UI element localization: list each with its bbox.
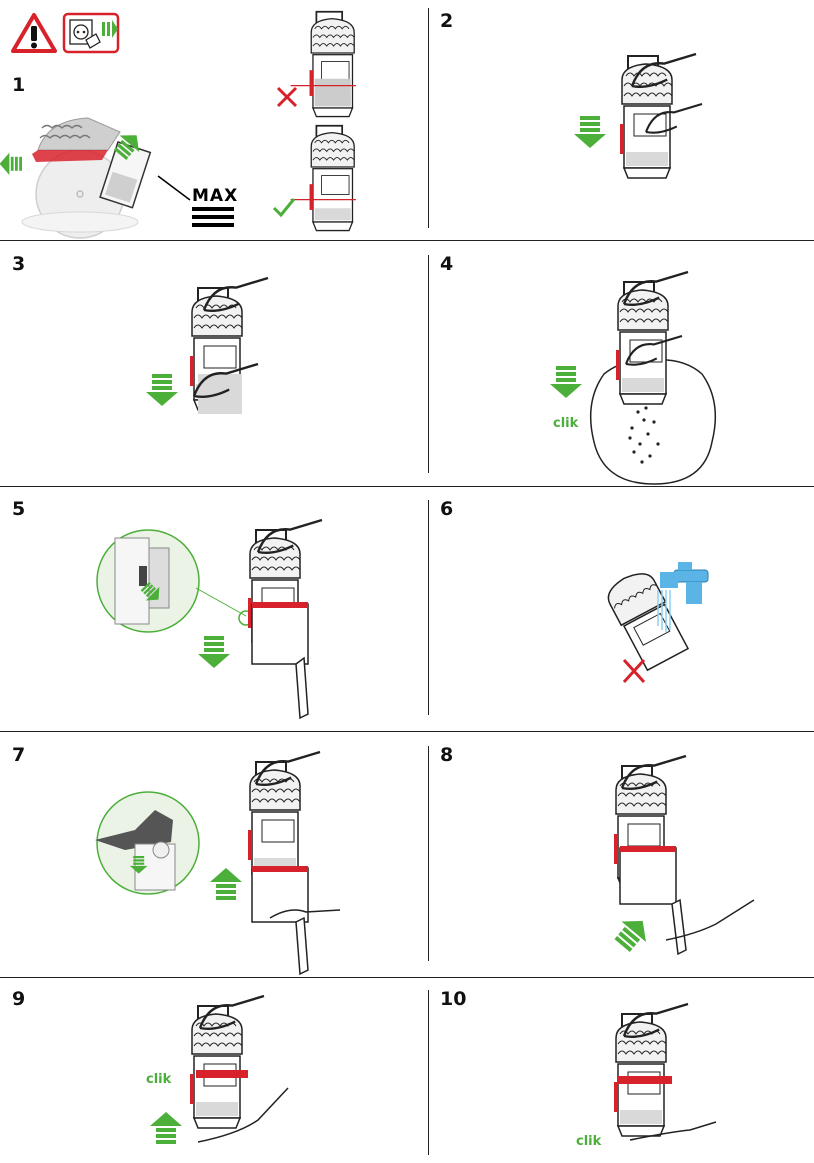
step-number-1: 1 bbox=[12, 76, 25, 95]
step-number-8: 8 bbox=[440, 746, 453, 765]
open-bin-base-illustration bbox=[196, 508, 326, 720]
latch-close-detail-circle bbox=[95, 790, 201, 896]
clik-label-step9: clik bbox=[146, 1072, 171, 1087]
bin-overfilled-illustration bbox=[296, 10, 366, 120]
bin-correct-illustration bbox=[296, 124, 366, 234]
empty-into-bin-illustration bbox=[544, 262, 734, 484]
divider-vertical-row3 bbox=[428, 500, 429, 715]
max-level-lines bbox=[192, 207, 236, 229]
check-icon bbox=[272, 196, 296, 218]
divider-vertical-row1 bbox=[428, 8, 429, 228]
remove-bin-illustration bbox=[574, 40, 724, 190]
cross-icon bbox=[276, 86, 298, 108]
step-number-10: 10 bbox=[440, 990, 466, 1009]
step-number-4: 4 bbox=[440, 255, 453, 274]
press-release-illustration bbox=[146, 264, 296, 444]
latch-detail-circle bbox=[95, 528, 201, 634]
clik-label-step10: clik bbox=[576, 1134, 601, 1149]
step-number-7: 7 bbox=[12, 746, 25, 765]
divider-vertical-row2 bbox=[428, 255, 429, 473]
vacuum-cleaner-illustration bbox=[8, 110, 188, 240]
clik-label-step4: clik bbox=[553, 416, 578, 431]
close-bin-base-illustration bbox=[210, 740, 360, 974]
step-number-5: 5 bbox=[12, 500, 25, 519]
divider-horizontal-2 bbox=[0, 486, 814, 487]
warning-icon bbox=[10, 12, 58, 54]
divider-horizontal-3 bbox=[0, 731, 814, 732]
water-tap-icon bbox=[658, 562, 708, 632]
bin-reassembled-illustration bbox=[600, 992, 760, 1154]
divider-horizontal-4 bbox=[0, 977, 814, 978]
step-number-6: 6 bbox=[440, 500, 453, 519]
step-number-9: 9 bbox=[12, 990, 25, 1009]
step-number-3: 3 bbox=[12, 255, 25, 274]
divider-horizontal-1 bbox=[0, 240, 814, 241]
no-water-illustration bbox=[590, 560, 720, 690]
step-number-2: 2 bbox=[440, 12, 453, 31]
divider-vertical-row5 bbox=[428, 990, 429, 1155]
lift-bin-base-illustration bbox=[606, 744, 766, 964]
max-label: MAX bbox=[192, 186, 238, 206]
divider-vertical-row4 bbox=[428, 746, 429, 961]
unplug-icon bbox=[62, 12, 120, 54]
